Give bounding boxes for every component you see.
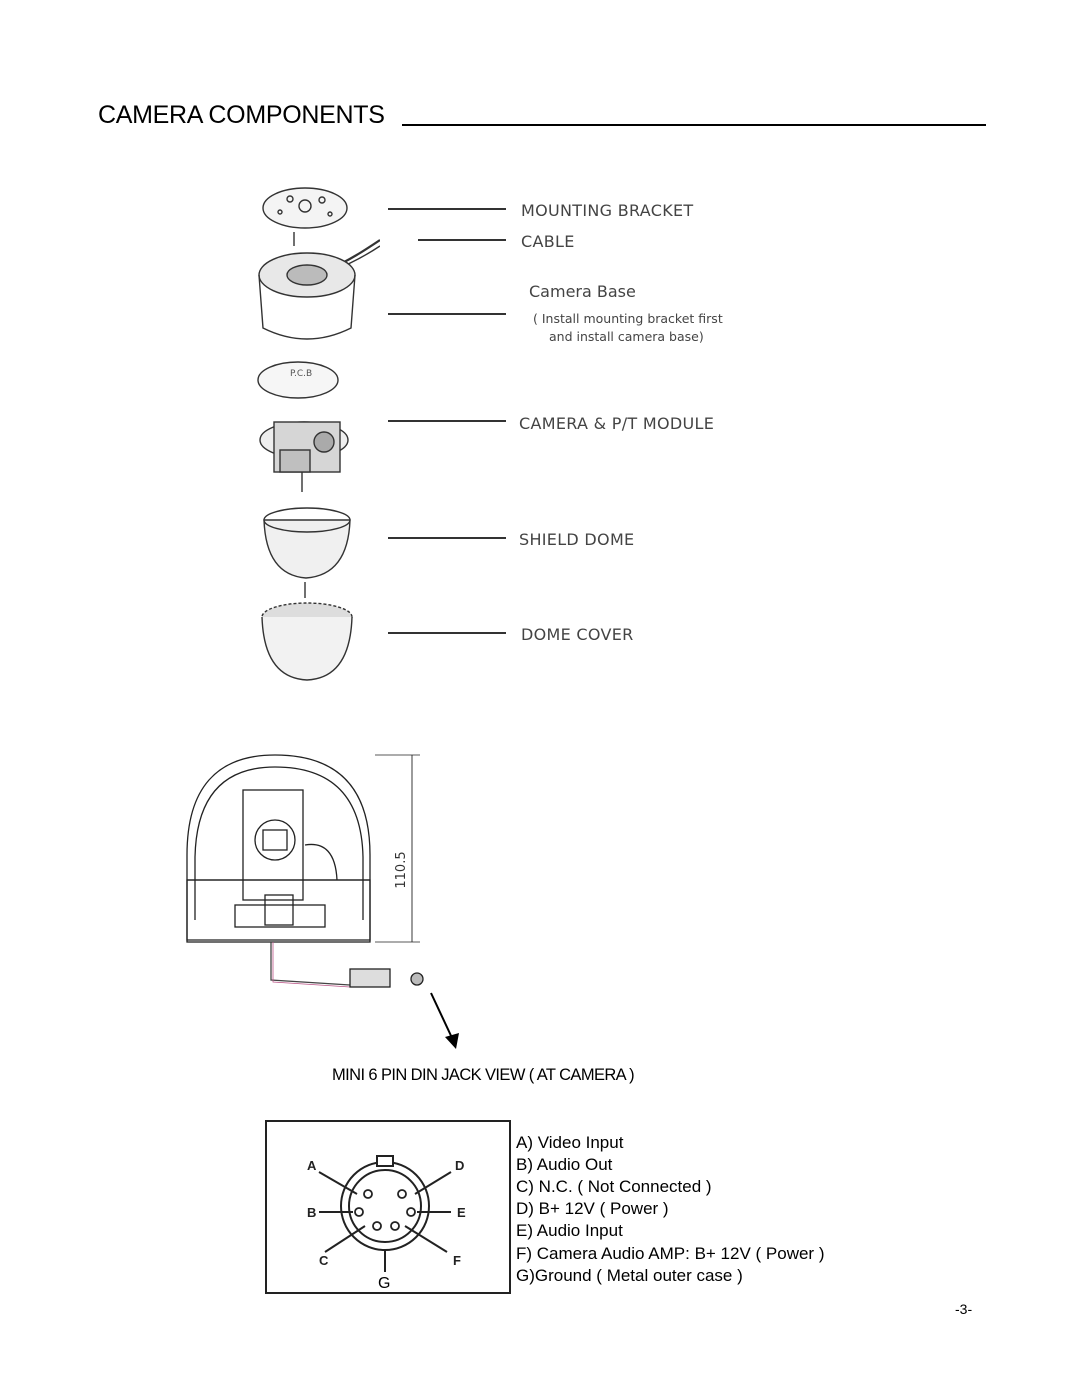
legend-item-d: D) B+ 12V ( Power ) [516, 1199, 669, 1218]
dome-outline [186, 754, 371, 941]
callout-line-cable [418, 239, 506, 241]
pin-b [354, 1207, 364, 1217]
cable-connector [349, 968, 391, 988]
callout-camera-base: Camera Base [529, 282, 636, 301]
pin-c [372, 1221, 382, 1231]
jack-connector [410, 972, 424, 986]
side-view-drawing: 110.5 [186, 754, 459, 1049]
camera-base-body [258, 274, 356, 340]
dimension-label: 110.5 [394, 851, 409, 888]
callout-line-mounting-bracket [388, 208, 506, 210]
camera-base-note-line1: ( Install mounting bracket first [533, 311, 723, 326]
pcb-label: P.C.B [290, 369, 312, 379]
legend-item-c: C) N.C. ( Not Connected ) [516, 1177, 712, 1196]
callout-mounting-bracket: MOUNTING BRACKET [521, 201, 694, 220]
callout-line-dome-cover [388, 632, 506, 634]
pin-letter-e: E [457, 1205, 466, 1220]
page-number: -3- [955, 1301, 973, 1317]
pin-d [397, 1189, 407, 1199]
pin-letter-f: F [453, 1253, 461, 1268]
callout-line-camera-base [388, 313, 506, 315]
jack-pointer-arrow [430, 992, 454, 1041]
legend-item-e: E) Audio Input [516, 1221, 623, 1240]
camera-base-note-line2: and install camera base) [549, 329, 704, 344]
pin-f [390, 1221, 400, 1231]
pin-letter-d: D [455, 1158, 464, 1173]
callout-line-camera-pt-module [388, 420, 506, 422]
callout-shield-dome: SHIELD DOME [519, 530, 635, 549]
exploded-view-illustration: P.C.B [257, 187, 380, 681]
legend-item-a: A) Video Input [516, 1133, 624, 1152]
jack-view-heading: MINI 6 PIN DIN JACK VIEW ( AT CAMERA ) [332, 1066, 635, 1084]
callout-cable: CABLE [521, 232, 575, 251]
camera-assembly [242, 789, 304, 901]
mounting-bracket-plate [262, 187, 348, 229]
pin-a [363, 1189, 373, 1199]
pin-diagram-box: A D B E C F G [265, 1120, 511, 1294]
page-title: CAMERA COMPONENTS [98, 101, 385, 129]
pin-letter-a: A [307, 1158, 317, 1173]
legend-item-b: B) Audio Out [516, 1155, 613, 1174]
base-housing [186, 879, 371, 943]
pin-e [406, 1207, 416, 1217]
callout-dome-cover: DOME COVER [521, 625, 634, 644]
legend-item-g: G)Ground ( Metal outer case ) [516, 1266, 743, 1285]
din-connector-diagram: A D B E C F G [307, 1155, 466, 1292]
pin-letter-c: C [319, 1253, 329, 1268]
cable-line [270, 942, 351, 986]
pin-legend: A) Video Input B) Audio Out C) N.C. ( No… [516, 1132, 824, 1287]
pcb-board [257, 361, 339, 399]
dome-cover-shape [261, 616, 353, 681]
callout-line-shield-dome [388, 537, 506, 539]
legend-item-f: F) Camera Audio AMP: B+ 12V ( Power ) [516, 1244, 825, 1263]
pin-letter-g: G [378, 1275, 390, 1292]
pin-letter-b: B [307, 1205, 316, 1220]
shield-dome-shape [263, 519, 351, 579]
title-rule [402, 124, 986, 126]
din-outer-ring [340, 1161, 430, 1251]
callout-camera-pt-module: CAMERA & P/T MODULE [519, 414, 715, 433]
